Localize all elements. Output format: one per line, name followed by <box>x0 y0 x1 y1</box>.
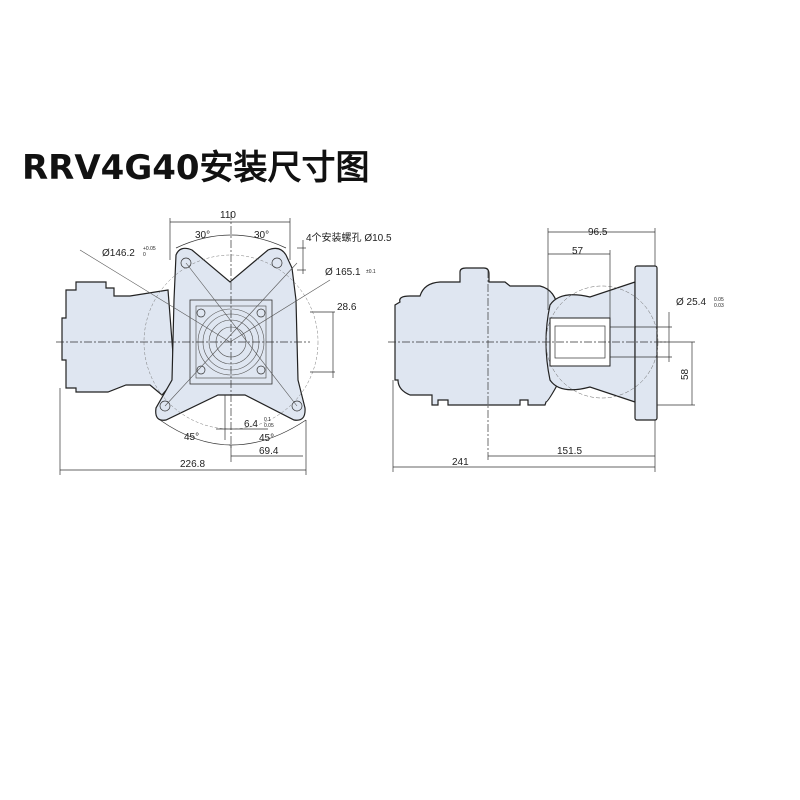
dim-226-8: 226.8 <box>180 459 205 470</box>
dim-151-5: 151.5 <box>557 446 582 457</box>
angle-top-left: 30° <box>195 230 210 241</box>
front-view: 110 30° 30° 4个安装螺孔 Ø10.5 Ø146.2 +0.05 0 … <box>56 210 392 475</box>
dim-58: 58 <box>680 368 691 380</box>
dim-28-6: 28.6 <box>337 302 357 313</box>
flange-plate <box>634 265 658 421</box>
dim-241: 241 <box>452 457 469 468</box>
mount-holes-note: 4个安装螺孔 Ø10.5 <box>306 231 392 244</box>
side-view: 96.5 57 Ø 25.4 0.05 0.03 58 151.5 241 <box>388 227 724 472</box>
pump-body-front <box>61 281 176 396</box>
mount-holes <box>159 257 303 412</box>
svg-text:0.05: 0.05 <box>714 297 724 303</box>
drawing-title: RRV4G40安装尺寸图 <box>22 148 370 188</box>
angle-bottom-right: 45° <box>259 433 274 444</box>
angle-top-right: 30° <box>254 230 269 241</box>
dim-110: 110 <box>220 210 236 221</box>
dia-146: Ø146.2 <box>102 248 135 259</box>
svg-text:0.05: 0.05 <box>264 423 274 429</box>
dia-165: Ø 165.1 <box>325 267 361 278</box>
svg-text:0.1: 0.1 <box>264 417 271 423</box>
dim-96-5: 96.5 <box>588 227 608 238</box>
dim-6-4: 6.4 <box>244 419 258 430</box>
angle-bottom-left: 45° <box>184 432 199 443</box>
shaft-diameter: Ø 25.4 <box>676 297 706 308</box>
svg-text:0.03: 0.03 <box>714 303 724 309</box>
svg-text:0: 0 <box>143 252 146 258</box>
mounting-flange <box>155 247 306 421</box>
pump-body-side <box>394 267 561 406</box>
svg-text:±0.1: ±0.1 <box>366 269 376 275</box>
dim-57: 57 <box>572 246 584 257</box>
dim-69-4: 69.4 <box>259 446 279 457</box>
svg-text:+0.05: +0.05 <box>143 246 156 252</box>
